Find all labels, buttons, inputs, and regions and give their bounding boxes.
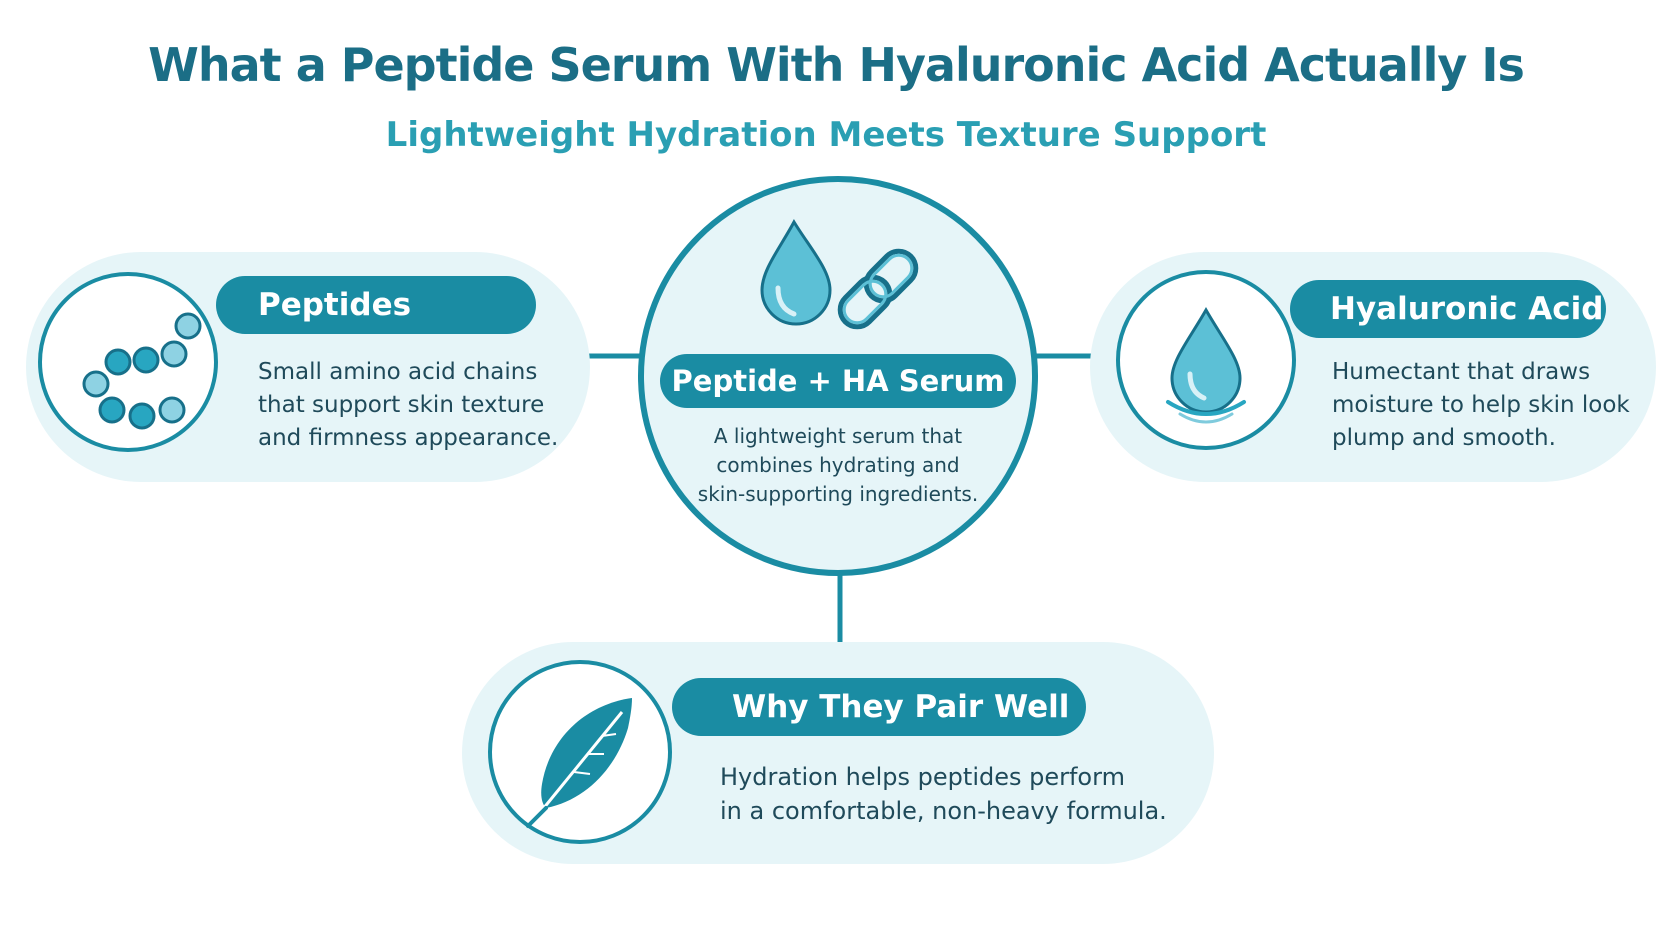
page-title: What a Peptide Serum With Hyaluronic Aci… (148, 38, 1525, 92)
pairing-description: Hydration helps peptides perform in a co… (720, 763, 1167, 825)
page-subtitle: Lightweight Hydration Meets Texture Supp… (385, 115, 1267, 155)
feather-icon (526, 698, 632, 828)
peptides-icon-circle (38, 272, 218, 452)
peptides-label: Peptides (216, 276, 536, 334)
chain-link-icon (837, 248, 919, 330)
pairing-icon-circle (488, 660, 672, 844)
pairing-label: Why They Pair Well (672, 678, 1086, 736)
center-serum-description: A lightweight serum that combines hydrat… (697, 424, 979, 506)
water-drop-ripple-icon (1166, 306, 1246, 424)
center-serum-circle: Peptide + HA Serum A lightweight serum t… (638, 176, 1038, 576)
water-drop-icon (760, 218, 832, 326)
card-peptides: Peptides Small amino acid chains that su… (26, 252, 590, 482)
card-why-they-pair-well: Why They Pair Well Hydration helps pepti… (462, 642, 1214, 864)
hyaluronic-icon-circle (1116, 270, 1296, 450)
center-serum-label: Peptide + HA Serum (660, 354, 1016, 408)
hyaluronic-label: Hyaluronic Acid (1290, 280, 1606, 338)
amino-chain-icon (82, 312, 202, 430)
hyaluronic-description: Humectant that draws moisture to help sk… (1332, 359, 1630, 451)
center-icons (760, 218, 919, 330)
peptides-description: Small amino acid chains that support ski… (258, 359, 559, 451)
card-hyaluronic-acid: Hyaluronic Acid Humectant that draws moi… (1090, 252, 1656, 482)
